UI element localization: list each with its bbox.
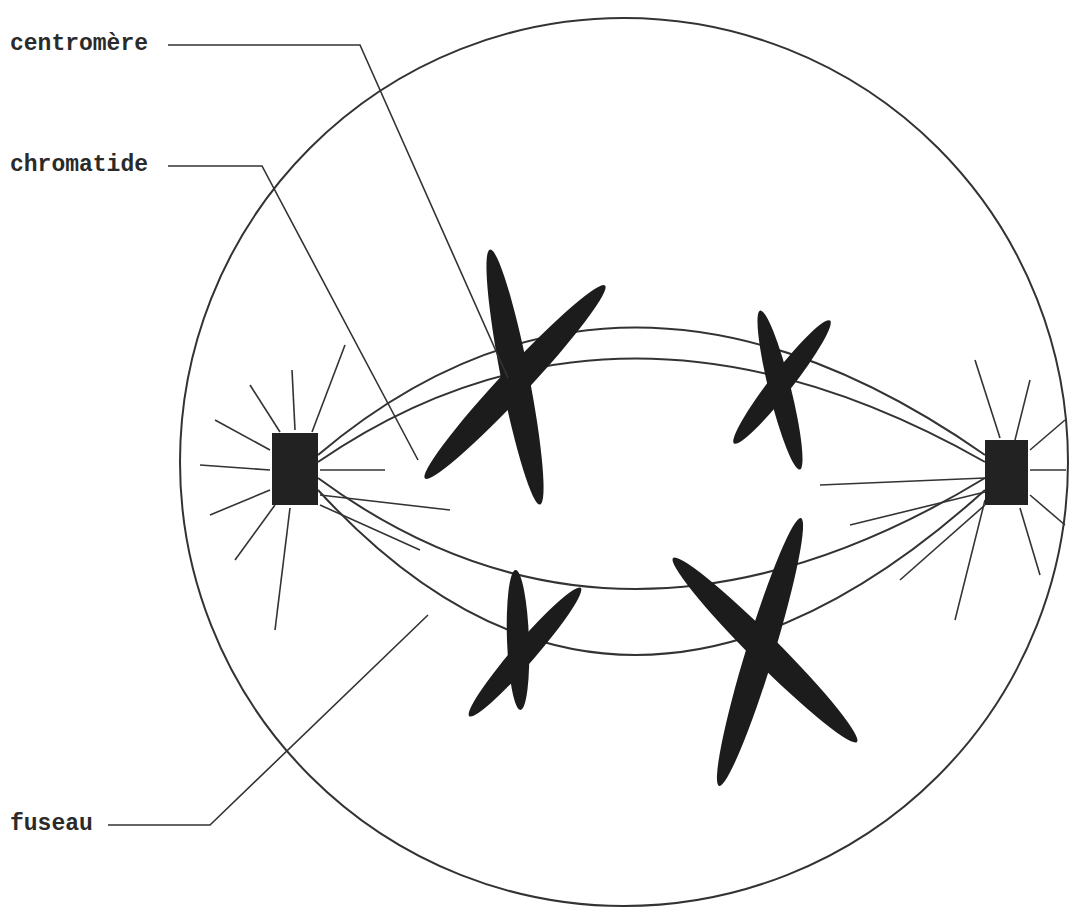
aster-right (820, 360, 1066, 620)
part-label: chromatide (8, 154, 150, 177)
chromosomes (415, 247, 867, 790)
centrosome (272, 433, 318, 505)
part-label: fuseau (8, 813, 95, 836)
leader-lines (108, 45, 508, 825)
spindle-fibres (318, 328, 985, 656)
cell-membrane (180, 18, 1068, 906)
part-label: centromère (8, 33, 150, 56)
centrosome (985, 440, 1028, 505)
aster-left (200, 345, 450, 630)
